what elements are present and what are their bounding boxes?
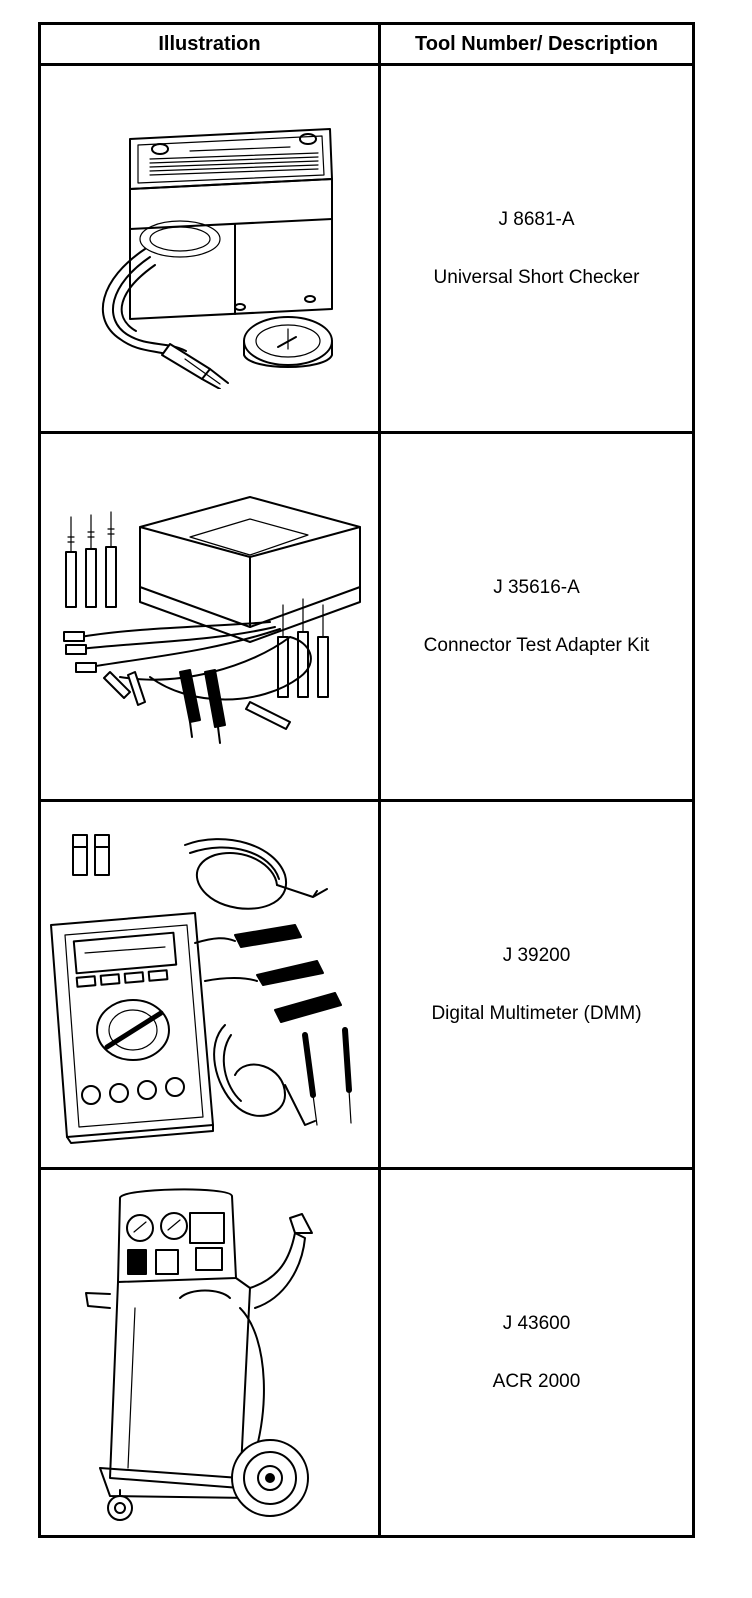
illustration-cell — [38, 63, 381, 434]
acr-machine-illustration — [84, 1187, 313, 1521]
illustration-cell — [38, 431, 381, 802]
adapter-kit-illustration — [62, 495, 361, 744]
tool-number: J 35616-A — [493, 576, 580, 598]
tool-description: ACR 2000 — [492, 1370, 581, 1392]
description-cell: J 39200 Digital Multimeter (DMM) — [378, 799, 695, 1170]
illustration-cell — [38, 1167, 381, 1538]
illustration-cell — [38, 799, 381, 1170]
table-row: J 35616-A Connector Test Adapter Kit — [38, 431, 695, 802]
header-tool-number: Tool Number/ Description — [378, 22, 695, 66]
short-checker-illustration — [101, 127, 333, 389]
description-cell: J 8681-A Universal Short Checker — [378, 63, 695, 434]
tool-number: J 8681-A — [498, 208, 575, 230]
tool-number: J 39200 — [502, 944, 571, 966]
table-row: J 39200 Digital Multimeter (DMM) — [38, 799, 695, 1170]
tool-number: J 43600 — [502, 1312, 571, 1334]
header-row: Illustration Tool Number/ Description — [38, 22, 695, 66]
header-illustration: Illustration — [38, 22, 381, 66]
description-cell: J 35616-A Connector Test Adapter Kit — [378, 431, 695, 802]
table-row: J 8681-A Universal Short Checker — [38, 63, 695, 434]
tool-description: Connector Test Adapter Kit — [423, 634, 650, 656]
tool-description: Digital Multimeter (DMM) — [431, 1002, 642, 1024]
multimeter-illustration — [49, 833, 352, 1144]
tool-description: Universal Short Checker — [433, 266, 640, 288]
tools-table: Illustration Tool Number/ Description — [38, 22, 695, 1538]
table-row: J 43600 ACR 2000 — [38, 1167, 695, 1538]
description-cell: J 43600 ACR 2000 — [378, 1167, 695, 1538]
